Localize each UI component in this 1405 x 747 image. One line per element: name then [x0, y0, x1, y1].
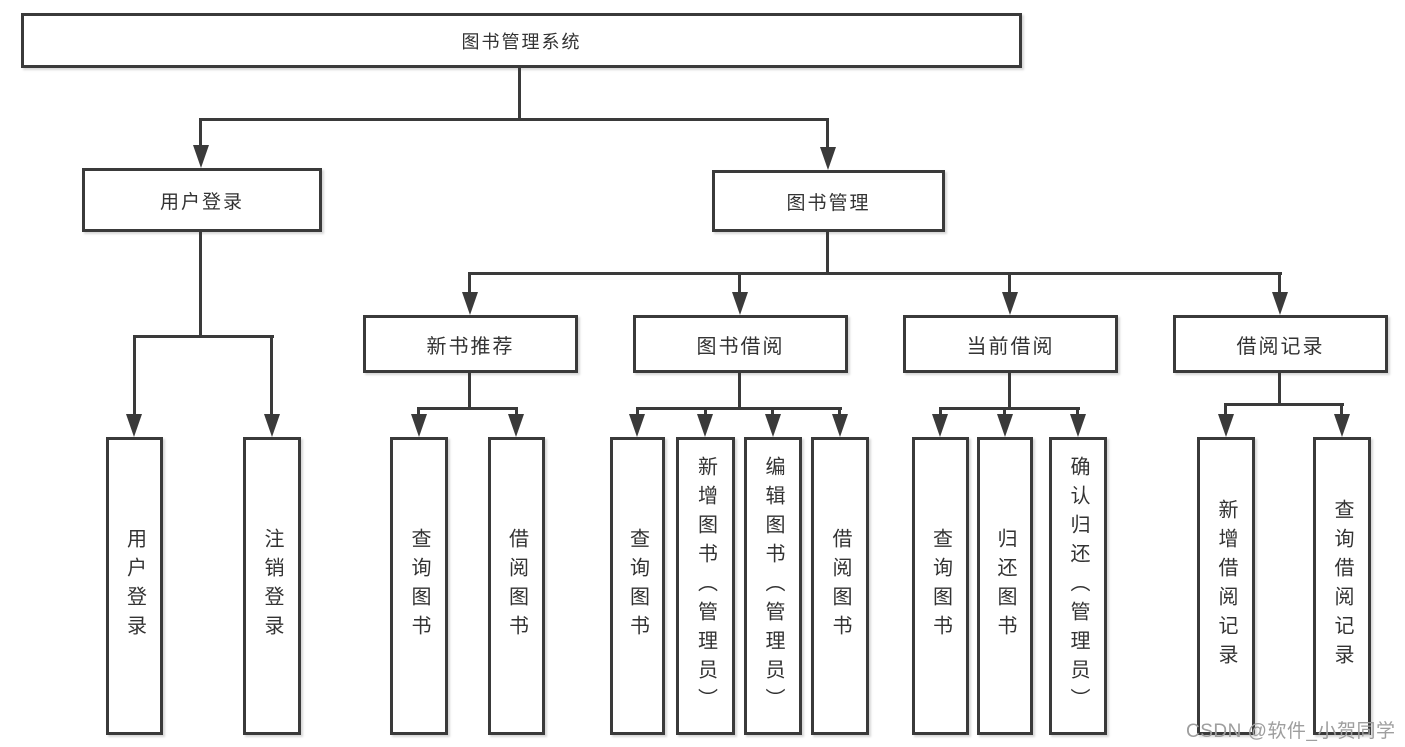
line-segment — [133, 335, 274, 338]
arrowhead-icon — [193, 145, 209, 168]
leaf-cb-query-books: 查询图书 — [912, 437, 969, 735]
arrowhead-icon — [732, 292, 748, 315]
line-segment — [838, 407, 841, 416]
leaf-cb-return-books: 归还图书 — [977, 437, 1033, 735]
line-segment — [468, 373, 471, 409]
line-segment — [1278, 272, 1281, 294]
arrowhead-icon — [1070, 414, 1086, 437]
line-segment — [1224, 403, 1227, 416]
arrowhead-icon — [1002, 292, 1018, 315]
node-book-management: 图书管理 — [712, 170, 945, 232]
arrowhead-icon — [411, 414, 427, 437]
line-segment — [1008, 373, 1011, 409]
line-segment — [636, 407, 639, 416]
node-new-book-recommend: 新书推荐 — [363, 315, 578, 373]
line-segment — [738, 272, 741, 294]
arrowhead-icon — [697, 414, 713, 437]
leaf-bb-edit-books-admin: 编辑图书（管理员） — [744, 437, 802, 735]
leaf-bb-query-books: 查询图书 — [610, 437, 665, 735]
arrowhead-icon — [1218, 414, 1234, 437]
node-current-borrowing: 当前借阅 — [903, 315, 1118, 373]
leaf-nbr-borrow-books: 借阅图书 — [488, 437, 545, 735]
line-segment — [1076, 407, 1079, 416]
line-segment — [199, 118, 202, 148]
line-segment — [199, 118, 829, 121]
arrowhead-icon — [820, 147, 836, 170]
line-segment — [199, 232, 202, 338]
leaf-br-add-borrow-record: 新增借阅记录 — [1197, 437, 1255, 735]
arrowhead-icon — [932, 414, 948, 437]
leaf-cb-confirm-return-admin: 确认归还（管理员） — [1049, 437, 1107, 735]
leaf-bb-add-books-admin: 新增图书（管理员） — [676, 437, 735, 735]
node-book-borrowing: 图书借阅 — [633, 315, 848, 373]
line-segment — [704, 407, 707, 416]
leaf-user-login: 用户登录 — [106, 437, 163, 735]
leaf-nbr-query-books: 查询图书 — [390, 437, 448, 735]
arrowhead-icon — [629, 414, 645, 437]
line-segment — [826, 118, 829, 150]
line-segment — [1278, 373, 1281, 405]
line-segment — [939, 407, 942, 416]
arrowhead-icon — [765, 414, 781, 437]
line-segment — [738, 373, 741, 409]
arrowhead-icon — [1272, 292, 1288, 315]
line-segment — [518, 68, 521, 120]
line-segment — [468, 272, 1282, 275]
line-segment — [417, 407, 518, 410]
line-segment — [515, 407, 518, 416]
line-segment — [771, 407, 774, 416]
node-user-login: 用户登录 — [82, 168, 322, 232]
line-segment — [417, 407, 420, 416]
line-segment — [468, 272, 471, 294]
watermark: CSDN @软件_小贺同学 — [1186, 721, 1396, 742]
arrowhead-icon — [1334, 414, 1350, 437]
arrowhead-icon — [832, 414, 848, 437]
line-segment — [636, 407, 842, 410]
line-segment — [1008, 272, 1011, 294]
arrowhead-icon — [264, 414, 280, 437]
line-segment — [133, 335, 136, 417]
node-borrowing-records: 借阅记录 — [1173, 315, 1388, 373]
arrowhead-icon — [508, 414, 524, 437]
arrowhead-icon — [462, 292, 478, 315]
line-segment — [1340, 403, 1343, 416]
line-segment — [270, 335, 273, 417]
line-segment — [1003, 407, 1006, 416]
line-segment — [1224, 403, 1344, 406]
leaf-logout-login: 注销登录 — [243, 437, 301, 735]
arrowhead-icon — [997, 414, 1013, 437]
line-segment — [939, 407, 1080, 410]
arrowhead-icon — [126, 414, 142, 437]
line-segment — [826, 232, 829, 274]
node-root: 图书管理系统 — [21, 13, 1022, 68]
leaf-br-query-borrow-record: 查询借阅记录 — [1313, 437, 1371, 735]
leaf-bb-borrow-books: 借阅图书 — [811, 437, 869, 735]
